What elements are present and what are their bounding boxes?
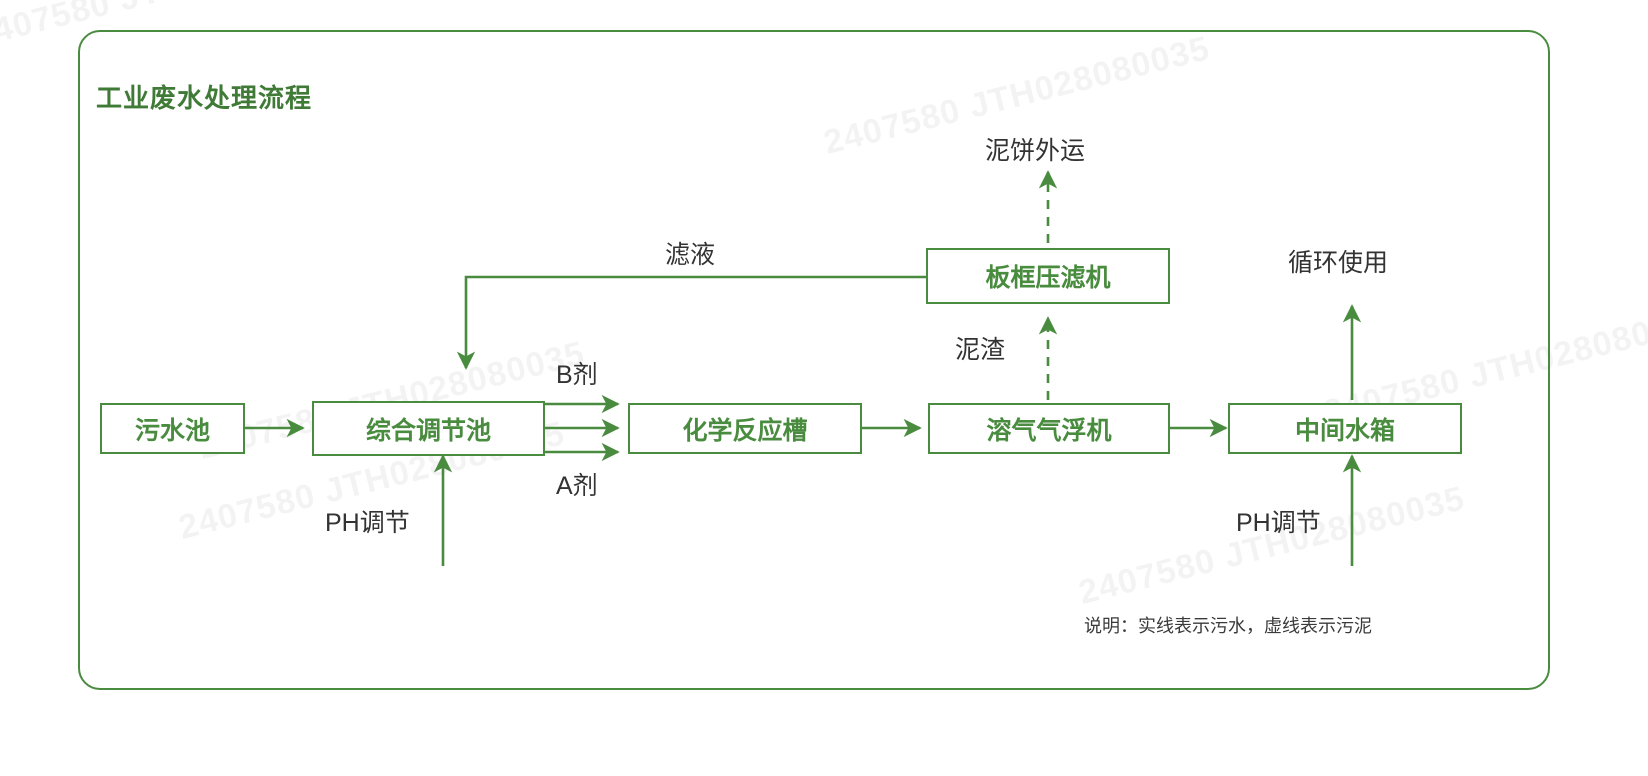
edge-label-sludge: 泥渣 [955, 336, 1006, 364]
page-title: 工业废水处理流程 [96, 83, 313, 113]
diagram-frame [78, 30, 1550, 690]
edge-label-recycle-use: 循环使用 [1288, 249, 1389, 277]
edge-label-reagent-a: A剂 [556, 472, 598, 500]
edge-label-reagent-b: B剂 [556, 361, 598, 389]
edge-label-ph-adjust-right: PH调节 [1236, 509, 1321, 537]
edge-label-mud-cake-out: 泥饼外运 [985, 137, 1086, 165]
node-equalization-tank[interactable]: 综合调节池 [312, 401, 545, 456]
legend-note: 说明：实线表示污水，虚线表示污泥 [1084, 616, 1372, 636]
node-sewage-pit[interactable]: 污水池 [100, 403, 245, 454]
edge-label-ph-adjust-left: PH调节 [325, 509, 410, 537]
node-filter-press[interactable]: 板框压滤机 [926, 248, 1170, 304]
edge-label-filtrate: 滤液 [665, 241, 716, 269]
node-daf-unit[interactable]: 溶气气浮机 [928, 403, 1170, 454]
node-reaction-tank[interactable]: 化学反应槽 [628, 403, 862, 454]
node-intermediate-tank[interactable]: 中间水箱 [1228, 403, 1462, 454]
